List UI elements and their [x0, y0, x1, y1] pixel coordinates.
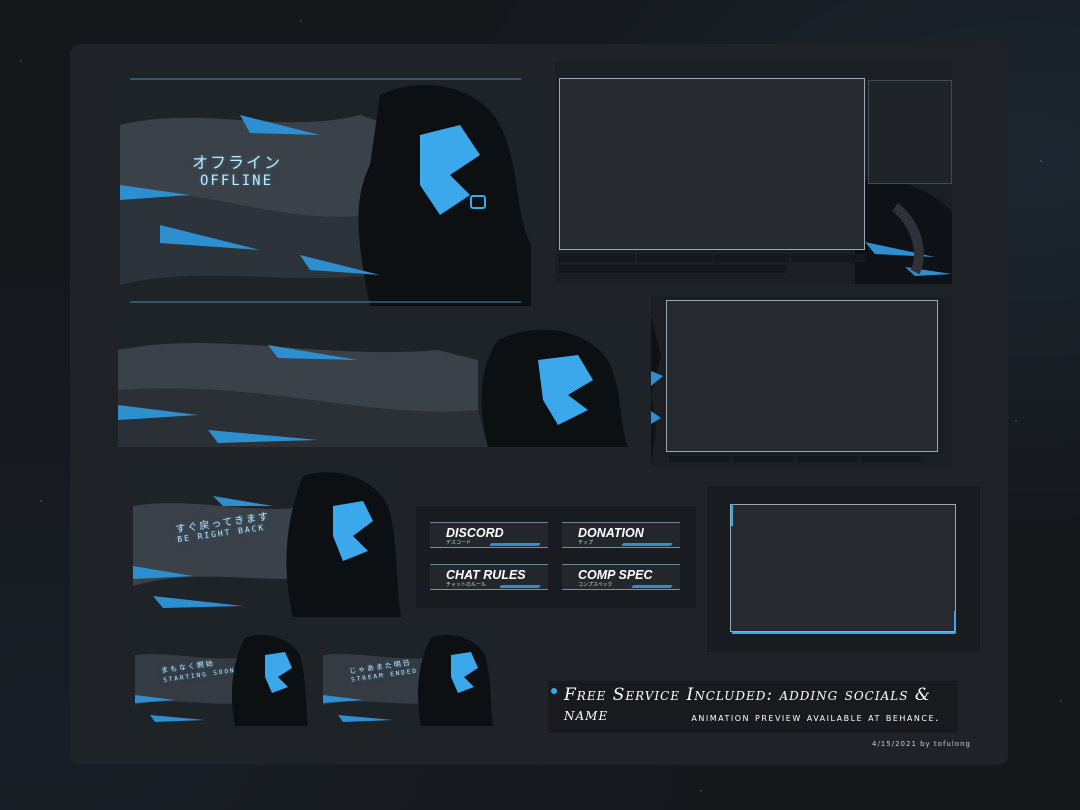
- panel-label: COMP SPEC: [578, 568, 653, 582]
- promo-bullet-icon: [551, 688, 557, 694]
- gameplay-overlay: [555, 62, 952, 284]
- promo-line-1: Free Service Included: adding socials & …: [564, 685, 931, 725]
- dust-speck: [1040, 160, 1042, 162]
- panel-sublabel: デスコード: [446, 540, 472, 546]
- gameplay-frame: [559, 78, 865, 250]
- panel-streak: [489, 543, 541, 546]
- panel-sublabel: コンプスペック: [578, 582, 613, 588]
- soldier-artwork: [120, 75, 531, 306]
- ended-artwork: [323, 630, 493, 726]
- banner-artwork: [118, 320, 628, 447]
- panel-label: DONATION: [578, 526, 644, 540]
- secondary-frame: [666, 300, 938, 452]
- webcam-border: [730, 504, 956, 632]
- dust-speck: [300, 20, 302, 22]
- webcam-overlay: [707, 486, 980, 652]
- dust-speck: [1015, 420, 1017, 422]
- signature-text: 4/15/2021 by tofulong: [872, 740, 971, 748]
- panel-streak: [631, 585, 673, 588]
- panel-streak: [499, 585, 541, 588]
- panel-label: CHAT RULES: [446, 568, 526, 582]
- offline-en-text: OFFLINE: [200, 173, 274, 189]
- starting-artwork: [135, 630, 308, 726]
- info-panels-group: DISCORD デスコード DONATION チップ CHAT RULES チャ…: [416, 506, 696, 608]
- banner-panel: [118, 320, 628, 447]
- dust-speck: [20, 60, 22, 62]
- dust-speck: [1060, 700, 1062, 702]
- panel-sublabel: チャットのルール: [446, 582, 486, 588]
- panel-chat-rules[interactable]: CHAT RULES チャットのルール: [430, 564, 548, 590]
- brb-screen: すぐ戻ってきます BE RIGHT BACK: [133, 466, 401, 617]
- panel-donation[interactable]: DONATION チップ: [562, 522, 680, 548]
- promo-box: Free Service Included: adding socials & …: [548, 681, 958, 733]
- stream-ended-screen: じゃあまた明日 STREAM ENDED: [323, 630, 493, 726]
- dust-speck: [40, 500, 42, 502]
- webcam-frame: [868, 80, 952, 184]
- panel-comp-spec[interactable]: COMP SPEC コンプスペック: [562, 564, 680, 590]
- promo-line-2: animation preview available at behance.: [691, 711, 940, 724]
- dust-speck: [700, 790, 702, 792]
- brb-artwork: [133, 466, 401, 617]
- panel-label: DISCORD: [446, 526, 504, 540]
- panel-discord[interactable]: DISCORD デスコード: [430, 522, 548, 548]
- offline-screen: オフライン OFFLINE: [120, 75, 531, 306]
- webcam-accents: [731, 504, 956, 634]
- starting-soon-screen: まもなく開始 STARTING SOON: [135, 630, 308, 726]
- secondary-overlay: [651, 296, 952, 466]
- panel-streak: [621, 543, 673, 546]
- offline-jp-text: オフライン: [192, 153, 283, 172]
- panel-sublabel: チップ: [578, 540, 594, 546]
